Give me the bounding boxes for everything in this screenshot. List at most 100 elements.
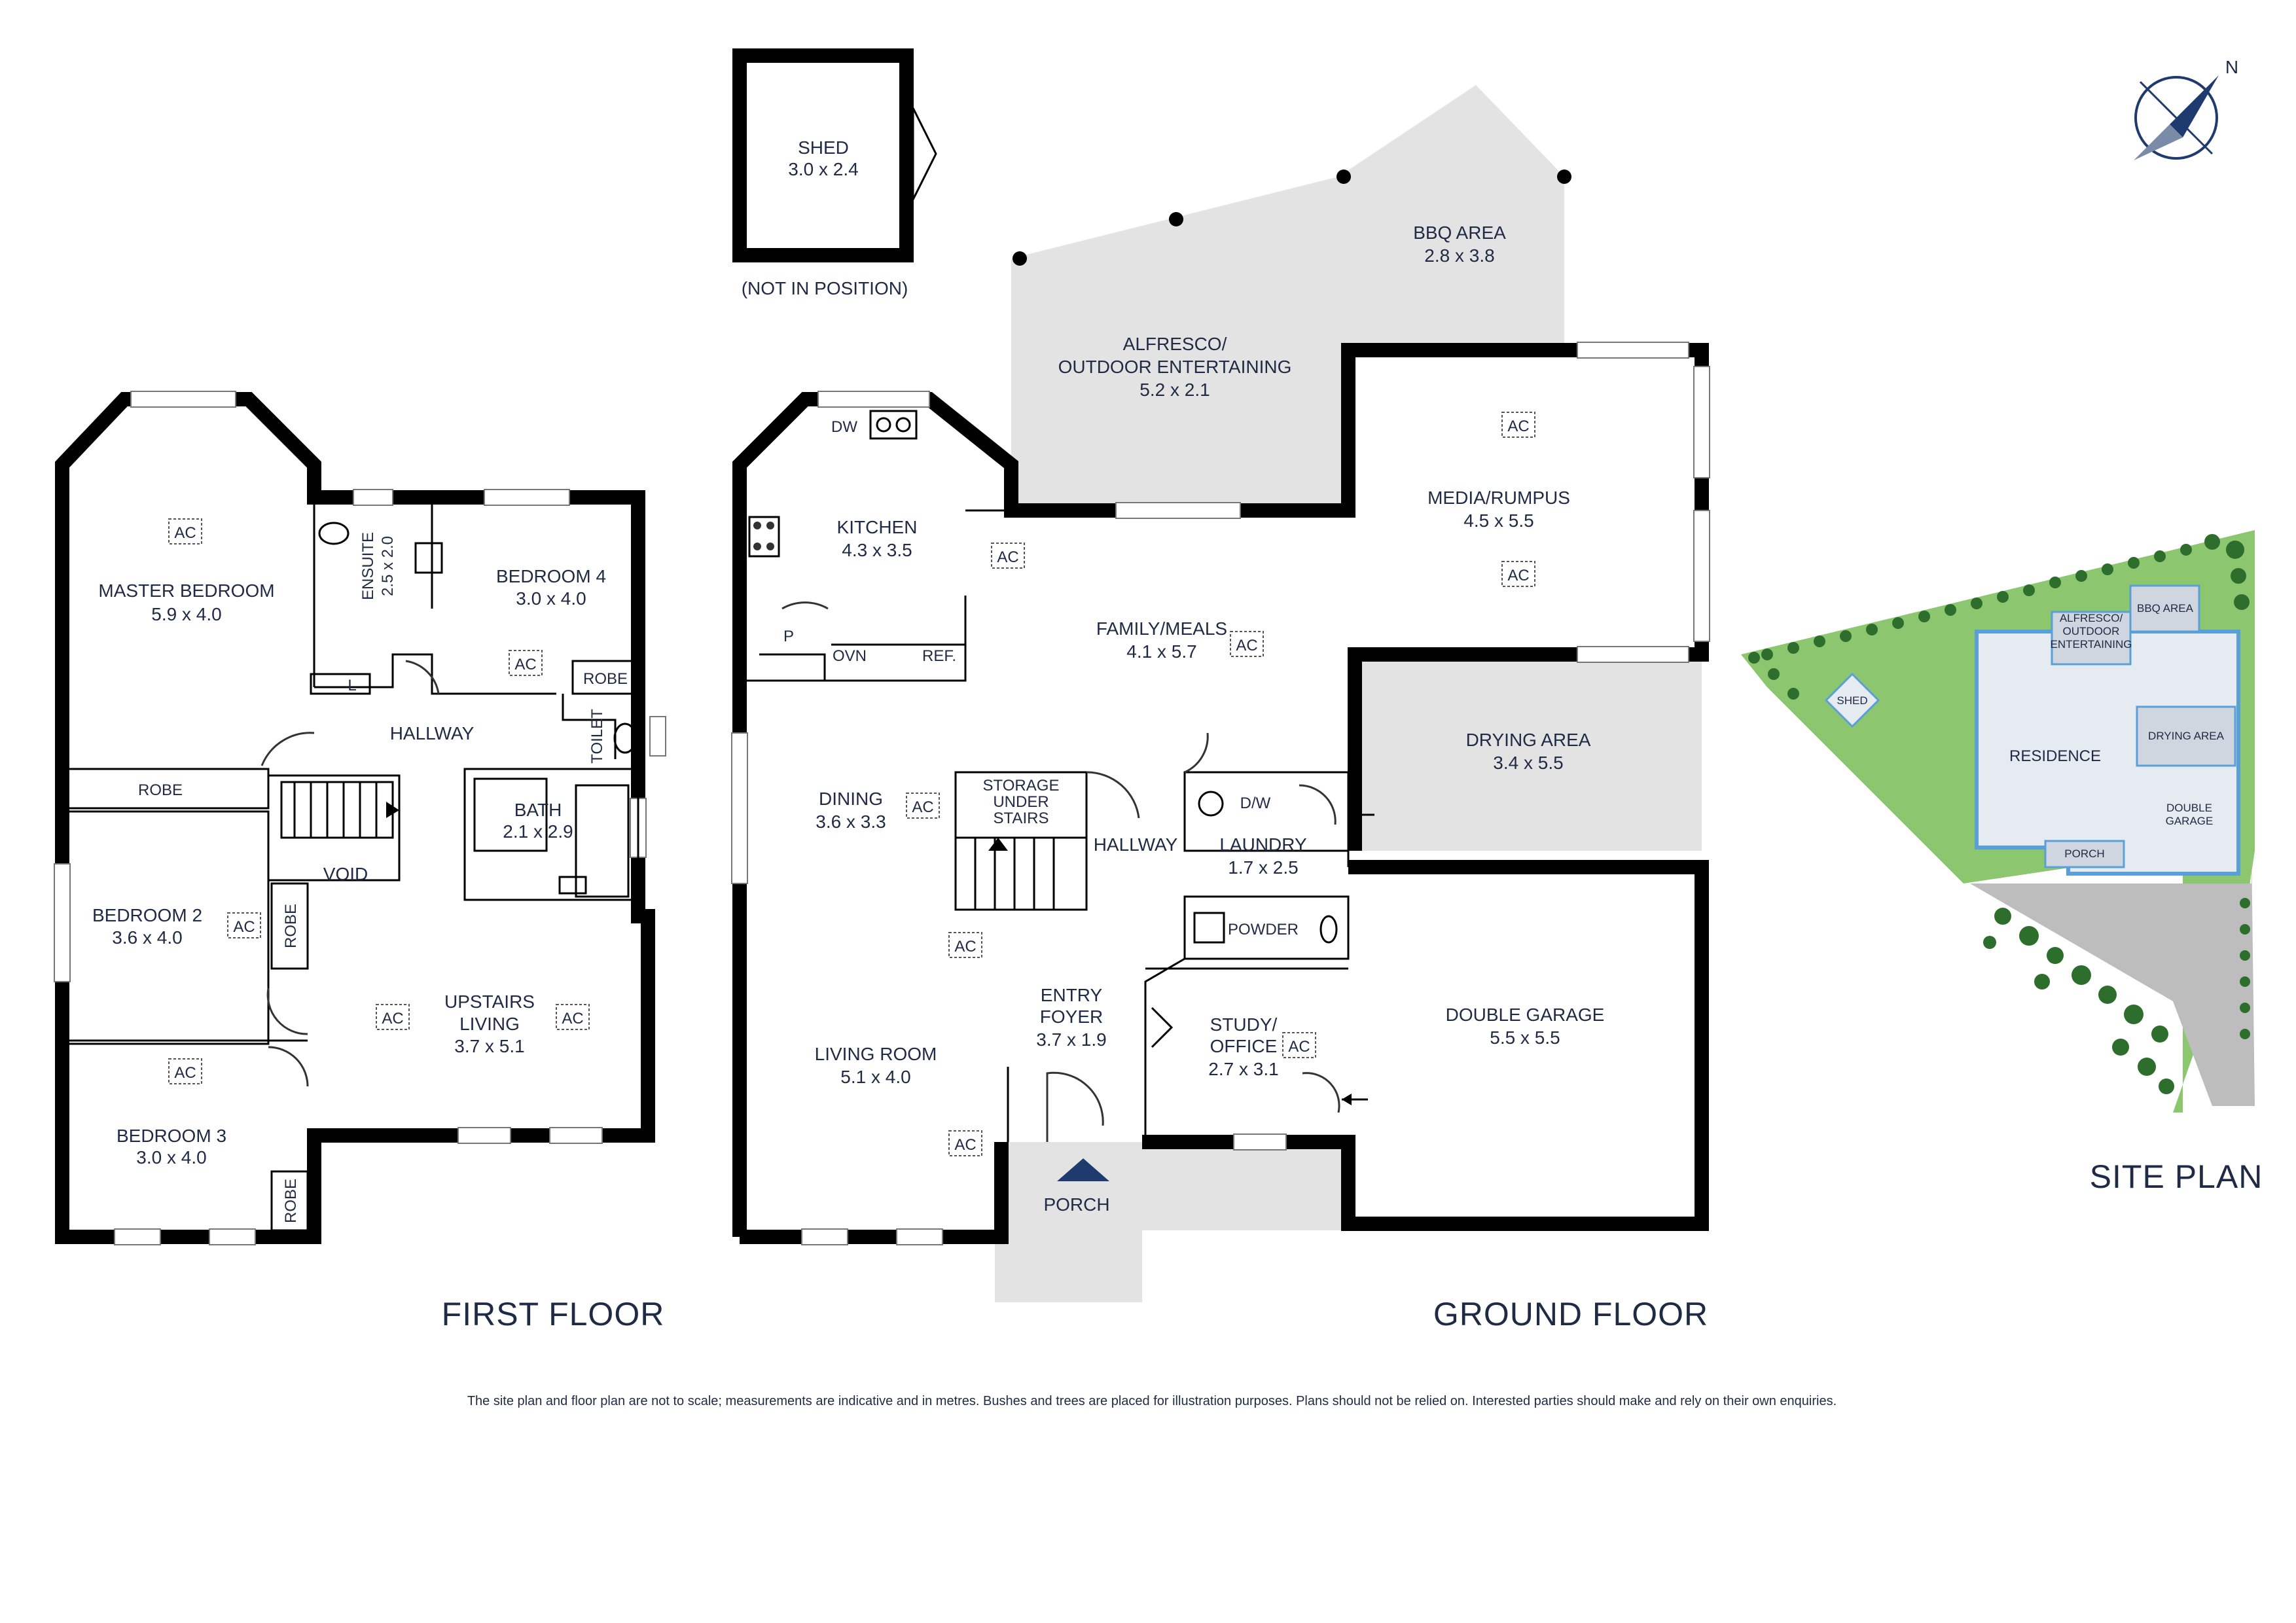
alfresco-label-2: OUTDOOR ENTERTAINING — [1058, 357, 1292, 377]
storage-label-3: STAIRS — [994, 810, 1049, 827]
robe-master-label: ROBE — [138, 781, 183, 799]
alfresco-label-1: ALFRESCO/ — [1123, 334, 1227, 354]
entry-arrow-icon — [1057, 1158, 1109, 1181]
media-rumpus-dim: 4.5 x 5.5 — [1463, 510, 1534, 531]
site-drying — [2136, 705, 2236, 767]
entry-foyer-label-2: FOYER — [1040, 1007, 1103, 1027]
compass-icon — [2134, 75, 2219, 160]
site-driveway — [1970, 851, 2255, 1106]
porch-label: PORCH — [1043, 1194, 1109, 1215]
upstairs-living-dim: 3.7 x 5.1 — [454, 1036, 524, 1056]
ac-marker: AC — [1288, 1038, 1310, 1056]
powder-label: POWDER — [1228, 921, 1299, 938]
pantry-label: P — [783, 628, 794, 645]
site-bbq-label: BBQ AREA — [2137, 602, 2194, 615]
first-floor-ac-markers: AC AC AC AC AC AC — [168, 518, 590, 1084]
entry-foyer-dim: 3.7 x 1.9 — [1036, 1029, 1106, 1050]
drying-area-dim: 3.4 x 5.5 — [1493, 753, 1563, 773]
dining-dim: 3.6 x 3.3 — [816, 812, 886, 832]
toilet-label: TOILET — [588, 709, 606, 764]
living-room-label: LIVING ROOM — [815, 1044, 937, 1064]
site-alfresco-label-3: ENTERTAINING — [2051, 638, 2132, 651]
shed-note: (NOT IN POSITION) — [742, 278, 908, 298]
first-floor-hallway-label: HALLWAY — [390, 723, 475, 743]
bedroom-2-dim: 3.6 x 4.0 — [112, 927, 182, 948]
laundry-dishwasher-label: D/W — [1240, 794, 1271, 812]
ground-floor-plan — [731, 48, 1710, 1302]
ac-marker: AC — [997, 548, 1018, 566]
laundry-dim: 1.7 x 2.5 — [1228, 857, 1298, 878]
entry-foyer-label-1: ENTRY — [1041, 985, 1103, 1005]
robe-bedroom-3-label: ROBE — [282, 1179, 300, 1223]
family-meals-dim: 4.1 x 5.7 — [1126, 641, 1196, 662]
porch-area — [995, 1142, 1342, 1302]
site-garage-label-1: DOUBLE — [2166, 802, 2212, 814]
site-residence-label: RESIDENCE — [2009, 747, 2101, 765]
site-plan-title: SITE PLAN — [2090, 1158, 2263, 1195]
ground-floor-title: GROUND FLOOR — [1433, 1296, 1708, 1332]
site-residence — [1975, 630, 2240, 876]
first-floor-title: FIRST FLOOR — [442, 1296, 665, 1332]
storage-label-1: STORAGE — [983, 777, 1060, 794]
ac-marker: AC — [562, 1010, 583, 1027]
ground-floor-ac-markers: AC AC AC AC AC AC AC AC — [906, 412, 1535, 1156]
study-office-label-2: OFFICE — [1210, 1036, 1278, 1056]
drying-area-label: DRYING AREA — [1466, 730, 1591, 750]
ground-floor-hallway-label: HALLWAY — [1094, 834, 1178, 855]
ac-marker: AC — [174, 524, 196, 542]
site-shed-label: SHED — [1837, 694, 1867, 707]
alfresco-area — [1011, 177, 1348, 510]
media-rumpus-label: MEDIA/RUMPUS — [1427, 488, 1570, 508]
living-room-dim: 5.1 x 4.0 — [840, 1067, 910, 1087]
upstairs-living-label-2: LIVING — [459, 1014, 520, 1034]
site-porch — [2044, 840, 2125, 868]
master-bedroom-dim: 5.9 x 4.0 — [151, 604, 221, 624]
study-office-dim: 2.7 x 3.1 — [1208, 1059, 1278, 1079]
bedroom-4-label: BEDROOM 4 — [496, 566, 606, 586]
double-garage-dim: 5.5 x 5.5 — [1490, 1027, 1560, 1048]
laundry-label: LAUNDRY — [1219, 834, 1307, 855]
site-alfresco-label-1: ALFRESCO/ — [2060, 612, 2123, 624]
site-drying-label: DRYING AREA — [2148, 730, 2225, 742]
double-garage-label: DOUBLE GARAGE — [1446, 1005, 1605, 1025]
ac-marker: AC — [1507, 567, 1529, 584]
bedroom-2-label: BEDROOM 2 — [92, 905, 202, 925]
robe-bedroom-4-label: ROBE — [583, 670, 628, 688]
ac-marker: AC — [233, 918, 255, 936]
bath-dim: 2.1 x 2.9 — [503, 821, 573, 842]
study-office-label-1: STUDY/ — [1210, 1014, 1278, 1035]
disclaimer-text: The site plan and floor plan are not to … — [467, 1394, 1837, 1408]
linen-label: L — [348, 677, 356, 694]
site-garage-label-2: GARAGE — [2166, 815, 2214, 827]
site-plan — [1741, 530, 2255, 1113]
bedroom-3-dim: 3.0 x 4.0 — [136, 1147, 206, 1168]
dishwasher-label: DW — [831, 418, 857, 436]
family-meals-label: FAMILY/MEALS — [1096, 618, 1227, 639]
storage-label-2: UNDER — [993, 793, 1049, 811]
fridge-label: REF. — [922, 647, 956, 665]
bbq-area-dim: 2.8 x 3.8 — [1424, 245, 1494, 266]
ac-marker: AC — [1507, 418, 1529, 435]
kitchen-label: KITCHEN — [837, 517, 918, 537]
kitchen-dim: 4.3 x 3.5 — [842, 540, 912, 560]
bedroom-3-label: BEDROOM 3 — [117, 1126, 226, 1146]
robe-bedroom-2-label: ROBE — [282, 904, 300, 948]
oven-label: OVN — [833, 647, 867, 665]
ac-marker: AC — [954, 1136, 976, 1154]
ensuite-label: ENSUITE — [359, 532, 377, 600]
site-alfresco — [2051, 611, 2132, 666]
ac-marker: AC — [514, 656, 536, 673]
ac-marker: AC — [912, 798, 933, 816]
shed-dim: 3.0 x 2.4 — [788, 159, 858, 179]
ground-floor-stairs — [954, 771, 1088, 911]
bbq-area — [1338, 85, 1564, 350]
site-alfresco-label-2: OUTDOOR — [2063, 625, 2120, 637]
master-bedroom-label: MASTER BEDROOM — [98, 580, 274, 601]
ac-marker: AC — [174, 1064, 196, 1082]
void-label: VOID — [323, 864, 368, 884]
bath-label: BATH — [514, 800, 562, 820]
alfresco-dim: 5.2 x 2.1 — [1139, 380, 1210, 400]
site-porch-label: PORCH — [2064, 847, 2104, 860]
drying-area — [1355, 654, 1702, 851]
